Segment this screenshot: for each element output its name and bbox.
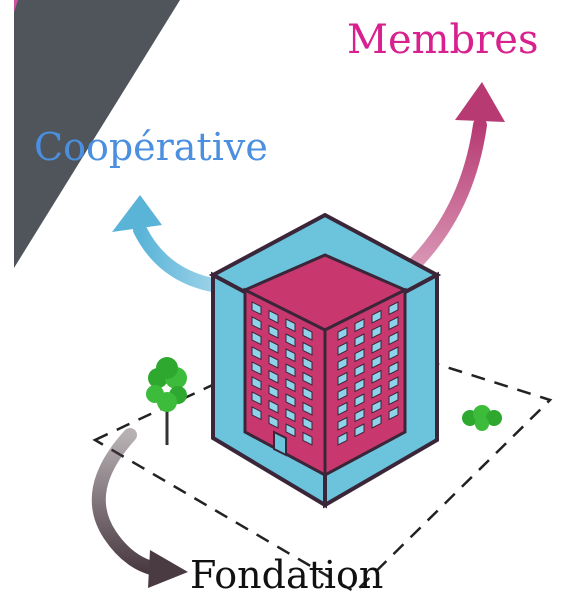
- window: [302, 326, 313, 341]
- window: [285, 393, 296, 408]
- window: [268, 309, 279, 324]
- window: [388, 316, 399, 331]
- window: [354, 408, 365, 423]
- window: [388, 346, 399, 361]
- bush-right: [462, 405, 502, 431]
- building-door: [273, 430, 287, 457]
- window: [388, 331, 399, 346]
- window: [354, 363, 365, 378]
- window: [354, 423, 365, 438]
- window: [388, 376, 399, 391]
- window: [268, 339, 279, 354]
- corner-triangle: [14, 0, 180, 268]
- window: [337, 416, 348, 431]
- window: [302, 401, 313, 416]
- window: [354, 318, 365, 333]
- window: [251, 301, 262, 316]
- window: [251, 346, 262, 361]
- window: [388, 406, 399, 421]
- window: [268, 384, 279, 399]
- window: [337, 371, 348, 386]
- window: [371, 369, 382, 384]
- building: [208, 212, 442, 509]
- window: [302, 356, 313, 371]
- window: [251, 331, 262, 346]
- windows-left: [251, 301, 313, 446]
- window: [251, 316, 262, 331]
- window: [302, 341, 313, 356]
- window: [371, 309, 382, 324]
- window: [371, 324, 382, 339]
- fondation-arrow-shaft: [91, 428, 167, 577]
- window: [251, 361, 262, 376]
- window: [337, 341, 348, 356]
- window: [371, 399, 382, 414]
- membres-arrow-head: [455, 82, 505, 122]
- window: [337, 326, 348, 341]
- window: [285, 378, 296, 393]
- window: [285, 423, 296, 438]
- window: [251, 406, 262, 421]
- window: [337, 401, 348, 416]
- cooperative-arrow-head: [112, 195, 162, 232]
- window: [388, 301, 399, 316]
- window: [371, 339, 382, 354]
- window: [302, 416, 313, 431]
- window: [268, 414, 279, 429]
- window: [354, 378, 365, 393]
- window: [285, 408, 296, 423]
- window: [285, 363, 296, 378]
- window: [354, 348, 365, 363]
- window: [371, 354, 382, 369]
- window: [388, 361, 399, 376]
- label-cooperative: Coopérative: [34, 125, 268, 169]
- window: [388, 391, 399, 406]
- tree-left: [146, 357, 187, 445]
- window: [354, 393, 365, 408]
- window: [337, 356, 348, 371]
- window: [285, 348, 296, 363]
- corner-accent: [14, 0, 18, 12]
- fondation-arrow-head: [148, 550, 188, 588]
- window: [337, 386, 348, 401]
- window: [268, 354, 279, 369]
- window: [302, 371, 313, 386]
- window: [268, 399, 279, 414]
- window: [354, 333, 365, 348]
- window: [268, 369, 279, 384]
- label-fondation: Fondation: [190, 553, 384, 597]
- window: [371, 384, 382, 399]
- window: [285, 333, 296, 348]
- window: [268, 324, 279, 339]
- windows-right: [337, 301, 399, 446]
- window: [371, 414, 382, 429]
- window: [251, 391, 262, 406]
- window: [337, 431, 348, 446]
- label-membres: Membres: [347, 17, 539, 63]
- window: [302, 431, 313, 446]
- window: [251, 376, 262, 391]
- window: [302, 386, 313, 401]
- window: [285, 318, 296, 333]
